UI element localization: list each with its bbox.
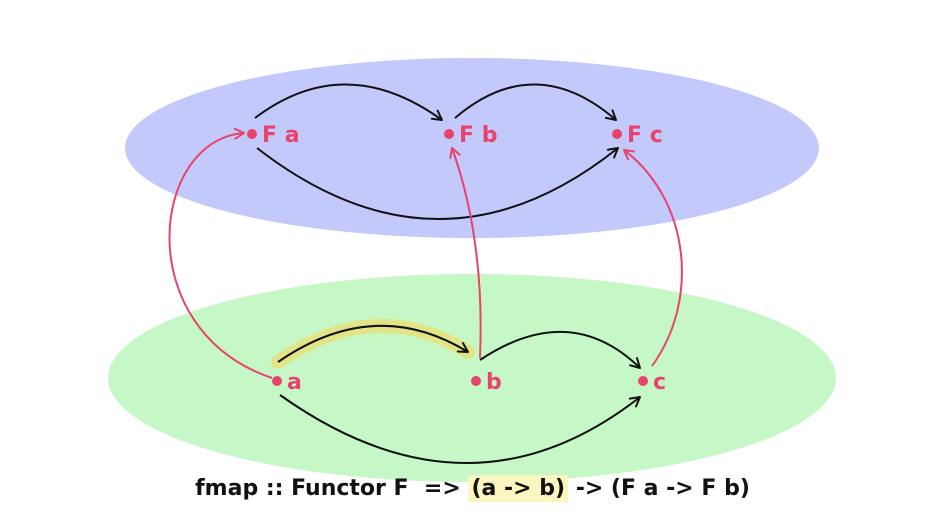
arrow-fa-to-fc <box>256 147 619 220</box>
arrow-b-to-c <box>479 331 641 369</box>
map-a-to-fa <box>168 127 273 379</box>
node-dot-c <box>638 376 648 386</box>
node-label-fa: F a <box>262 123 300 148</box>
node-dot-fa <box>247 129 257 139</box>
arrow-a-to-b <box>277 324 469 363</box>
upper-category-region <box>125 58 819 238</box>
arrow-a-to-c <box>279 394 641 464</box>
caption-highlighted-function: (a -> b) <box>468 475 569 502</box>
arrow-fa-to-fb <box>254 83 443 121</box>
node-label-fc: F c <box>627 123 663 148</box>
node-label-c: c <box>653 370 666 395</box>
node-dot-a <box>272 376 282 386</box>
node-label-fb: F b <box>459 123 497 148</box>
map-b-to-fb <box>449 147 482 359</box>
node-dot-fb <box>444 129 454 139</box>
node-dot-fc <box>612 129 622 139</box>
arrow-fb-to-fc <box>454 83 617 121</box>
caption-prefix: fmap :: Functor F => <box>195 476 469 501</box>
node-label-b: b <box>486 370 502 395</box>
map-c-to-fc <box>623 149 683 367</box>
node-label-a: a <box>287 370 302 395</box>
fmap-type-signature: fmap :: Functor F => (a -> b) -> (F a ->… <box>0 475 945 516</box>
caption-suffix: -> (F a -> F b) <box>568 476 750 501</box>
node-dot-b <box>471 376 481 386</box>
